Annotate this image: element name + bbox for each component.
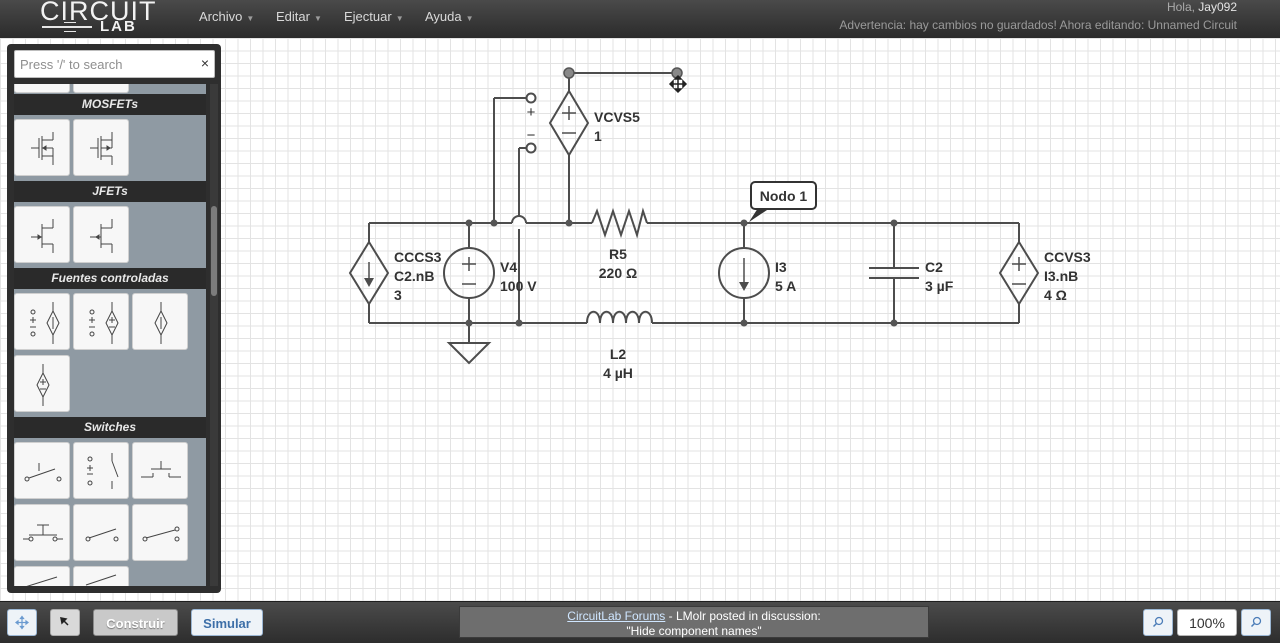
username-link[interactable]: Jay092 <box>1198 0 1237 14</box>
news-title[interactable]: "Hide component names" <box>626 624 762 638</box>
move-cursor-icon <box>668 74 688 94</box>
zoom-level-display[interactable]: 100% <box>1177 609 1237 636</box>
component-ccvs3[interactable]: CCVS3 I3.nB 4 Ω <box>1044 249 1091 303</box>
svg-text:I3: I3 <box>775 259 787 275</box>
forum-news-ticker: CircuitLab Forums - LMolr posted in disc… <box>459 606 929 638</box>
vcvs-icon[interactable] <box>73 293 129 350</box>
svg-text:C2.nB: C2.nB <box>394 268 434 284</box>
category-mosfets: MOSFETs <box>14 94 206 115</box>
chevron-down-icon: ▼ <box>395 14 404 23</box>
chevron-down-icon: ▼ <box>313 14 322 23</box>
pointer-icon <box>60 617 69 626</box>
close-icon[interactable]: × <box>200 55 209 71</box>
forums-link[interactable]: CircuitLab Forums <box>567 609 666 623</box>
svg-text:V4: V4 <box>500 259 517 275</box>
svg-text:1: 1 <box>594 128 602 144</box>
menu-editar[interactable]: Editar▼ <box>276 9 322 24</box>
move-icon <box>15 615 29 630</box>
voltage-switch-icon[interactable] <box>73 442 129 499</box>
vccs-icon[interactable] <box>14 293 70 350</box>
njfet-icon[interactable] <box>14 206 70 263</box>
component-vcvs5[interactable]: VCVS5 1 <box>594 109 640 144</box>
palette-scrollbar[interactable] <box>210 84 218 586</box>
cccs-icon[interactable] <box>132 293 188 350</box>
pointer-tool-button[interactable] <box>50 609 80 636</box>
top-bar: CIRCUIT LAB Archivo▼ Editar▼ Ejectuar▼ A… <box>0 0 1280 39</box>
component-i3[interactable]: I3 5 A <box>775 259 796 294</box>
menu-ayuda[interactable]: Ayuda▼ <box>425 9 474 24</box>
category-controlled-sources: Fuentes controladas <box>14 268 206 289</box>
component-l2[interactable]: L2 4 µH <box>603 346 633 381</box>
simulate-button[interactable]: Simular <box>191 609 263 636</box>
logo-text-bottom: LAB <box>100 18 137 35</box>
palette-tile[interactable] <box>73 84 129 93</box>
pmos-icon[interactable] <box>73 119 129 176</box>
pushbutton-nc-icon[interactable] <box>14 504 70 561</box>
unsaved-warning: Advertencia: hay cambios no guardados! A… <box>839 18 1237 32</box>
category-jfets: JFETs <box>14 181 206 202</box>
category-switches: Switches <box>14 417 206 438</box>
schematic-drawing[interactable]: Nodo 1 + − VCVS5 1 CCCS3 C2.nB 3 V4 100 … <box>0 38 1280 601</box>
node-label-callout[interactable]: Nodo 1 <box>749 181 817 222</box>
svg-text:VCVS5: VCVS5 <box>594 109 640 125</box>
zoom-out-button[interactable] <box>1143 609 1173 636</box>
svg-text:CCCS3: CCCS3 <box>394 249 442 265</box>
zoom-in-button[interactable] <box>1241 609 1271 636</box>
spst-switch-icon[interactable] <box>14 442 70 499</box>
palette-tile[interactable] <box>14 566 70 586</box>
nmos-icon[interactable] <box>14 119 70 176</box>
svg-text:I3.nB: I3.nB <box>1044 268 1078 284</box>
palette-scroll-thumb[interactable] <box>211 206 217 296</box>
logo-text-top: CIRCUIT <box>40 0 157 26</box>
bottom-toolbar: Construir Simular CircuitLab Forums - LM… <box>0 601 1280 643</box>
ccvs-icon[interactable] <box>14 355 70 412</box>
build-mode-button[interactable]: Construir <box>93 609 178 636</box>
move-tool-button[interactable] <box>7 609 37 636</box>
component-cccs3[interactable]: CCCS3 C2.nB 3 <box>394 249 442 303</box>
component-v4[interactable]: V4 100 V <box>500 259 537 294</box>
svg-text:R5: R5 <box>609 246 627 262</box>
svg-text:3: 3 <box>394 287 402 303</box>
search-input[interactable] <box>15 51 192 77</box>
user-greeting: Hola, Jay092 <box>1166 0 1237 14</box>
chevron-down-icon: ▼ <box>246 14 255 23</box>
palette-tile[interactable] <box>14 84 70 93</box>
svg-text:C2: C2 <box>925 259 943 275</box>
zoom-out-icon <box>1152 616 1164 628</box>
svg-text:100 V: 100 V <box>500 278 537 294</box>
component-palette-panel: × MOSFETs JFETs Fuentes controladas <box>7 44 221 593</box>
svg-text:220 Ω: 220 Ω <box>599 265 637 281</box>
svg-text:4 Ω: 4 Ω <box>1044 287 1067 303</box>
component-c2[interactable]: C2 3 µF <box>925 259 954 294</box>
svg-text:5 A: 5 A <box>775 278 796 294</box>
menu-archivo[interactable]: Archivo▼ <box>199 9 255 24</box>
spdt-switch-icon[interactable] <box>132 504 188 561</box>
palette-tile[interactable] <box>73 566 129 586</box>
node-label: Nodo 1 <box>760 188 808 204</box>
svg-text:L2: L2 <box>610 346 627 362</box>
component-palette: MOSFETs JFETs Fuentes controladas Switch… <box>14 84 206 586</box>
circuitlab-logo[interactable]: CIRCUIT LAB <box>38 0 156 36</box>
svg-text:4 µH: 4 µH <box>603 365 633 381</box>
search-box: × <box>14 50 215 78</box>
svg-text:3 µF: 3 µF <box>925 278 954 294</box>
pushbutton-no-icon[interactable] <box>132 442 188 499</box>
svg-text:CCVS3: CCVS3 <box>1044 249 1091 265</box>
svg-text:+: + <box>527 104 536 121</box>
component-r5[interactable]: R5 220 Ω <box>599 246 637 281</box>
menu-ejecutar[interactable]: Ejectuar▼ <box>344 9 404 24</box>
zoom-in-icon <box>1250 616 1262 628</box>
spst-open-icon[interactable] <box>73 504 129 561</box>
svg-text:−: − <box>527 127 536 144</box>
pjfet-icon[interactable] <box>73 206 129 263</box>
chevron-down-icon: ▼ <box>465 14 474 23</box>
